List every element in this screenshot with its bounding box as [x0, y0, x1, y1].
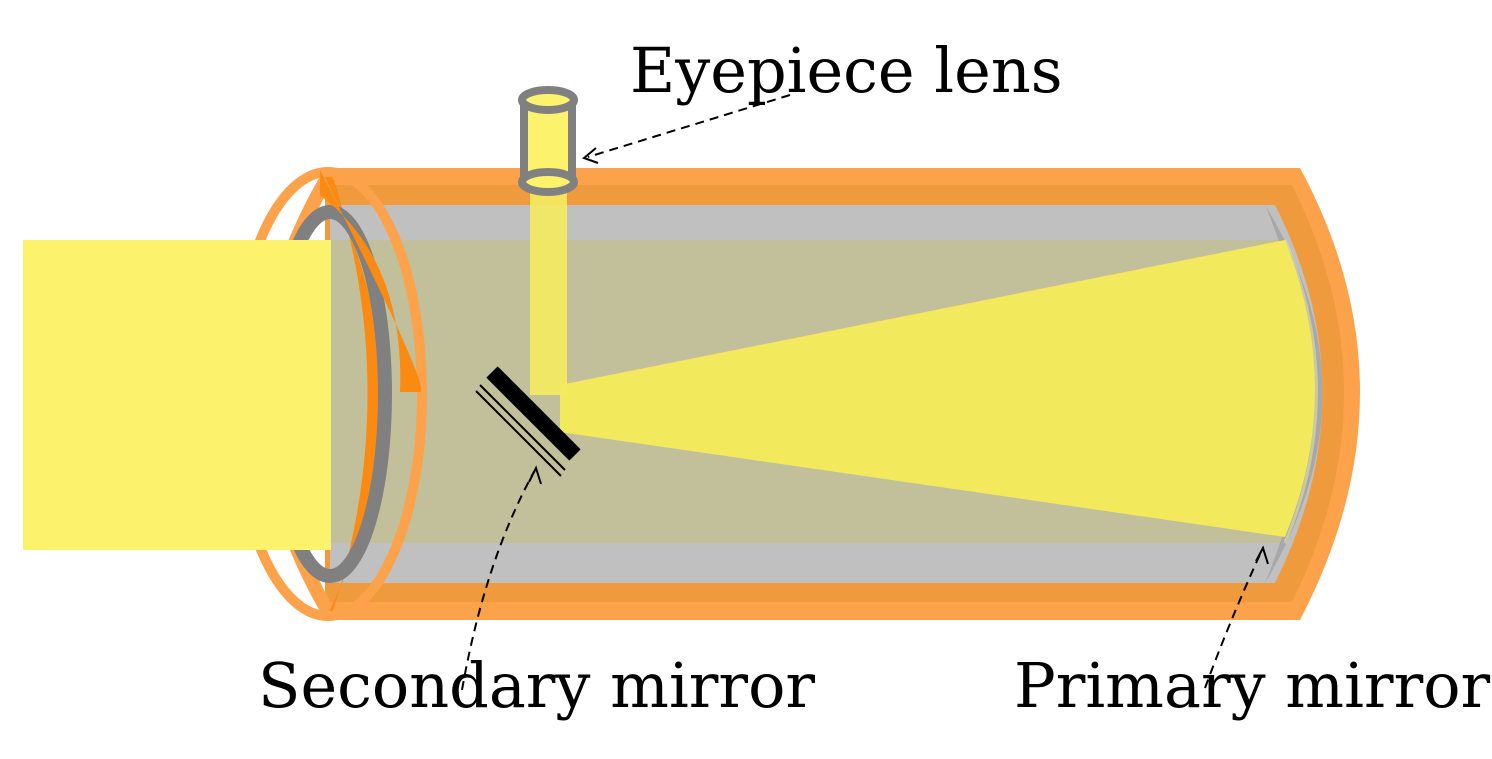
secondary-arrowhead: [528, 465, 542, 485]
primary-mirror-surface: [1283, 239, 1318, 544]
secondary-mirror: [475, 366, 581, 477]
incoming-light-beam: [23, 240, 331, 550]
eyepiece-top-rim: [518, 86, 578, 114]
primary-mirror-label: Primary mirror: [1014, 649, 1491, 722]
eyepiece-label: Eyepiece lens: [630, 34, 1063, 107]
secondary-mirror-label: Secondary mirror: [258, 649, 815, 722]
leader-arrowheads: [528, 147, 1269, 565]
secondary-leader-line: [461, 469, 536, 691]
eyepiece: [518, 86, 578, 196]
aperture-rim-dark: [320, 170, 422, 392]
primary-leader-line: [1204, 549, 1263, 689]
eyepiece-bottom-rim: [518, 168, 578, 196]
eyepiece-leader-line: [587, 94, 791, 158]
primary-mirror: [1265, 205, 1323, 583]
leader-lines: [461, 94, 1263, 691]
eyepiece-arrowhead: [582, 147, 599, 164]
eyepiece-light-beam: [530, 190, 567, 395]
reflected-light-cone: [560, 240, 1315, 537]
primary-arrowhead: [1255, 545, 1269, 565]
